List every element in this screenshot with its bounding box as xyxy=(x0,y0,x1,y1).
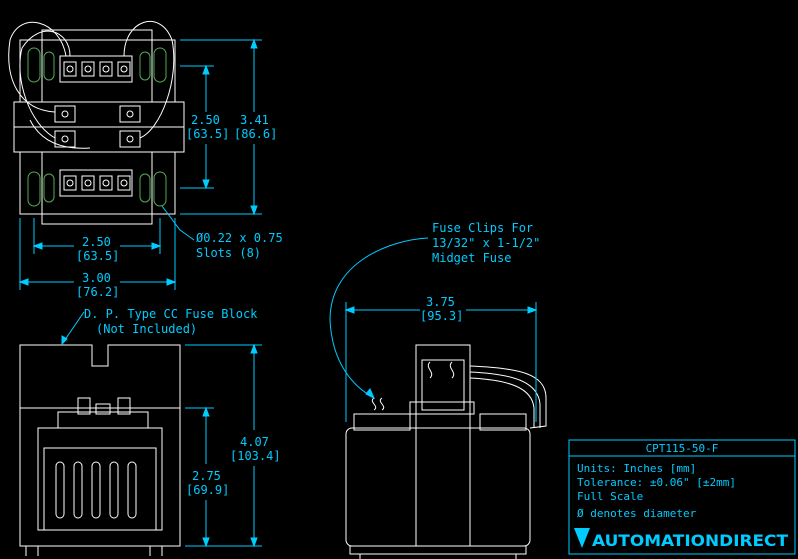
callout-fuse-clips-line1: Fuse Clips For xyxy=(432,221,533,235)
dim-front-height-overall-value: 4.07 xyxy=(240,435,269,449)
callout-fuse-clips-line2: 13/32" x 1-1/2" xyxy=(432,236,540,250)
front-view-fuse-block xyxy=(57,411,149,429)
callout-fuse-block-line1: D. P. Type CC Fuse Block xyxy=(84,307,258,321)
front-view-dimension-text: 4.07 [103.4] 2.75 [69.9] D. P. Type CC F… xyxy=(84,307,281,497)
title-block-diameter-note: Ø denotes diameter xyxy=(577,507,697,520)
callout-slots-line2: Slots (8) xyxy=(196,246,261,260)
mounting-slot xyxy=(27,171,41,207)
title-block-scale: Full Scale xyxy=(577,490,643,503)
top-view-wire xyxy=(8,21,67,113)
dim-top-width-slots-value: 2.50 xyxy=(82,235,111,249)
title-block-units: Units: Inches [mm] xyxy=(577,462,696,475)
side-view-dimension-text: 3.75 [95.3] Fuse Clips For 13/32" x 1-1/… xyxy=(420,221,540,323)
dim-front-height-body-metric: [69.9] xyxy=(186,483,229,497)
top-view-slots xyxy=(27,47,167,207)
fuse-clips-leader xyxy=(329,237,429,399)
title-block-tolerance: Tolerance: ±0.06" [±2mm] xyxy=(577,476,736,489)
dim-top-width-overall-value: 3.00 xyxy=(82,271,111,285)
top-view-dimension-text: 2.50 [63.5] 3.41 [86.6] 2.50 [63.5] 3.00… xyxy=(76,113,283,299)
automationdirect-logo-mark xyxy=(574,528,590,548)
front-view-dimensions xyxy=(61,311,262,548)
callout-fuse-clips-line3: Midget Fuse xyxy=(432,251,511,265)
dim-side-width-overall-metric: [95.3] xyxy=(420,309,463,323)
automationdirect-logo-text: AUTOMATIONDIRECT xyxy=(592,531,788,550)
fuse-clip-icon xyxy=(371,397,377,411)
callout-fuse-block-line2: (Not Included) xyxy=(96,322,197,336)
front-view-body xyxy=(19,407,181,547)
top-view-dimensions xyxy=(18,38,262,290)
dim-side-width-overall-value: 3.75 xyxy=(426,295,455,309)
title-block-frame xyxy=(568,439,796,555)
side-view-dimensions xyxy=(329,237,538,422)
title-block: CPT115-50-F Units: Inches [mm] Tolerance… xyxy=(568,439,796,555)
dim-top-height-inner-metric: [63.5] xyxy=(186,127,229,141)
dim-front-height-body-value: 2.75 xyxy=(192,469,221,483)
title-block-part-number: CPT115-50-F xyxy=(646,442,719,455)
mounting-slot xyxy=(153,171,167,207)
top-view-wire xyxy=(123,21,175,139)
dim-top-width-slots-metric: [63.5] xyxy=(76,249,119,263)
front-view xyxy=(19,344,181,556)
top-view-lower-terminal-strip xyxy=(59,169,133,197)
dim-front-height-overall-metric: [103.4] xyxy=(230,449,281,463)
fuse-clip-icon xyxy=(427,361,433,379)
side-view xyxy=(345,344,547,559)
dim-top-width-overall-metric: [76.2] xyxy=(76,285,119,299)
mounting-slot xyxy=(153,47,167,83)
dim-top-height-outer-value: 3.41 xyxy=(240,113,269,127)
dim-top-height-outer-metric: [86.6] xyxy=(234,127,277,141)
side-view-left-clip-base xyxy=(353,413,411,431)
top-view-upper-terminal-strip xyxy=(59,55,133,83)
mounting-slot xyxy=(27,47,41,83)
callout-slots-line1: Ø0.22 x 0.75 xyxy=(196,231,283,245)
top-view xyxy=(8,21,185,225)
slots-leader xyxy=(161,205,195,241)
dim-top-height-inner-value: 2.50 xyxy=(191,113,220,127)
